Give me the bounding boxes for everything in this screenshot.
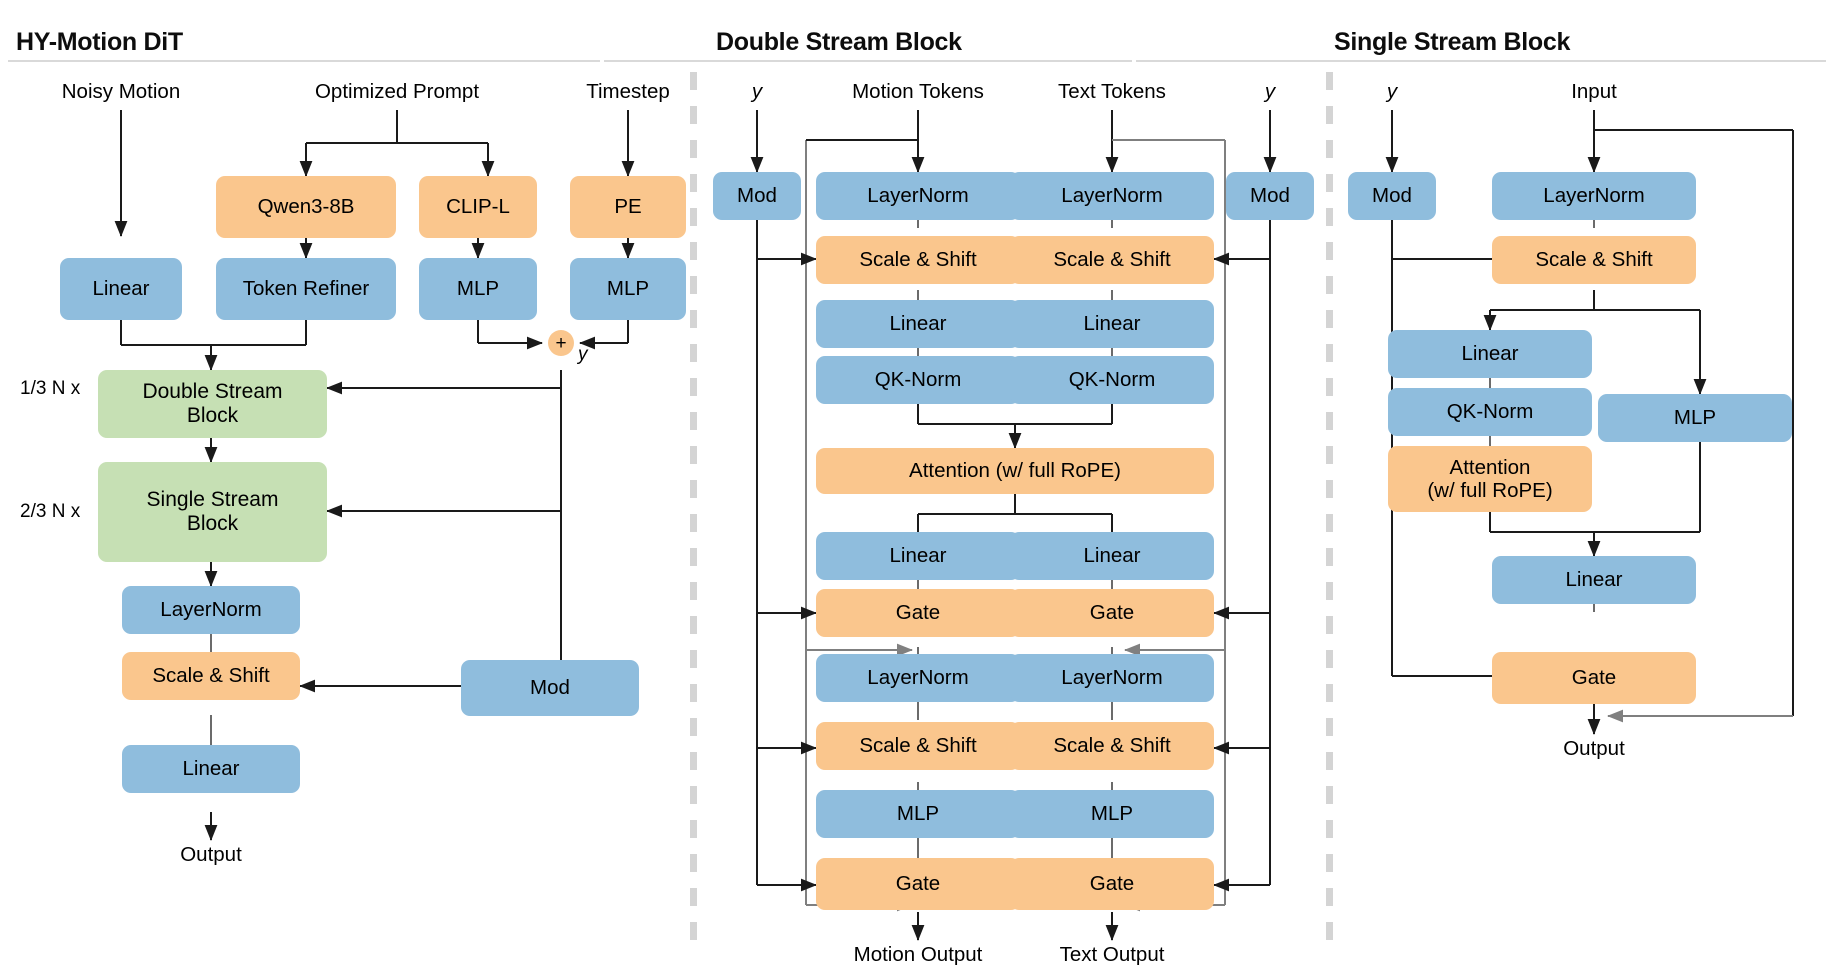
node-clip-l[interactable]: CLIP-L [419,176,537,238]
label-output-panel3: Output [1563,737,1625,760]
node-text-gate-2[interactable]: Gate [1010,858,1214,910]
node-linear-q-panel3[interactable]: Linear [1388,330,1592,378]
node-text-linear-1[interactable]: Linear [1010,300,1214,348]
node-gate-panel3[interactable]: Gate [1492,652,1696,704]
node-qwen3-8b[interactable]: Qwen3-8B [216,176,396,238]
label-input-panel3: Input [1571,80,1617,103]
node-mod-left-panel2[interactable]: Mod [713,172,801,220]
node-pe[interactable]: PE [570,176,686,238]
label-timestep: Timestep [586,80,670,103]
node-text-mlp[interactable]: MLP [1010,790,1214,838]
node-motion-gate-2[interactable]: Gate [816,858,1020,910]
label-y-panel3: y [1386,80,1398,103]
node-motion-qk-norm[interactable]: QK-Norm [816,356,1020,404]
node-mod-right-panel2[interactable]: Mod [1226,172,1314,220]
label-output-panel1: Output [180,843,242,866]
panel-title-hy-motion-dit: HY-Motion DiT [16,28,183,56]
node-scale-shift-panel3[interactable]: Scale & Shift [1492,236,1696,284]
label-noisy-motion: Noisy Motion [61,80,181,103]
node-text-layernorm-1[interactable]: LayerNorm [1010,172,1214,220]
node-motion-linear-1[interactable]: Linear [816,300,1020,348]
panel1-title-rule [8,60,600,62]
label-motion-tokens: Motion Tokens [852,80,984,103]
label-text-output: Text Output [1059,943,1165,966]
node-motion-linear-2[interactable]: Linear [816,532,1020,580]
node-text-layernorm-2[interactable]: LayerNorm [1010,654,1214,702]
node-double-stream-block[interactable]: Double Stream Block [98,370,327,438]
label-double-stream-repeat: 1/3 N x [20,378,81,399]
node-text-scale-shift-2[interactable]: Scale & Shift [1010,722,1214,770]
node-mod-panel1[interactable]: Mod [461,660,639,716]
node-motion-scale-shift-1[interactable]: Scale & Shift [816,236,1020,284]
label-motion-output: Motion Output [853,943,983,966]
panel-title-double-stream-block: Double Stream Block [716,28,962,56]
panel-divider-2 [1326,72,1333,952]
node-motion-layernorm-2[interactable]: LayerNorm [816,654,1020,702]
plus-icon: + [548,330,574,356]
node-text-scale-shift-1[interactable]: Scale & Shift [1010,236,1214,284]
node-linear-final[interactable]: Linear [122,745,300,793]
node-attention-panel3[interactable]: Attention (w/ full RoPE) [1388,446,1592,512]
label-text-tokens: Text Tokens [1058,80,1166,103]
node-single-stream-block[interactable]: Single Stream Block [98,462,327,562]
node-mlp-clip[interactable]: MLP [419,258,537,320]
node-motion-layernorm-1[interactable]: LayerNorm [816,172,1020,220]
label-y-right-panel2: y [1264,80,1276,103]
panel3-title-rule [1136,60,1826,62]
node-attention-panel2[interactable]: Attention (w/ full RoPE) [816,448,1214,494]
node-linear-out-panel3[interactable]: Linear [1492,556,1696,604]
label-optimized-prompt: Optimized Prompt [314,80,480,103]
node-motion-mlp[interactable]: MLP [816,790,1020,838]
label-y-panel1: y [578,344,588,365]
node-linear-input[interactable]: Linear [60,258,182,320]
node-scale-shift-final[interactable]: Scale & Shift [122,652,300,700]
panel-divider-1 [690,72,697,952]
node-text-linear-2[interactable]: Linear [1010,532,1214,580]
node-motion-gate-1[interactable]: Gate [816,589,1020,637]
label-y-left-panel2: y [751,80,763,103]
panel-title-single-stream-block: Single Stream Block [1334,28,1571,56]
node-motion-scale-shift-2[interactable]: Scale & Shift [816,722,1020,770]
node-qk-norm-panel3[interactable]: QK-Norm [1388,388,1592,436]
node-text-gate-1[interactable]: Gate [1010,589,1214,637]
node-layernorm-panel3[interactable]: LayerNorm [1492,172,1696,220]
label-single-stream-repeat: 2/3 N x [20,501,81,522]
node-mlp-pe[interactable]: MLP [570,258,686,320]
node-text-qk-norm[interactable]: QK-Norm [1010,356,1214,404]
node-mod-panel3[interactable]: Mod [1348,172,1436,220]
node-token-refiner[interactable]: Token Refiner [216,258,396,320]
node-mlp-panel3[interactable]: MLP [1598,394,1792,442]
node-layernorm-final[interactable]: LayerNorm [122,586,300,634]
panel2-title-rule [604,60,1132,62]
